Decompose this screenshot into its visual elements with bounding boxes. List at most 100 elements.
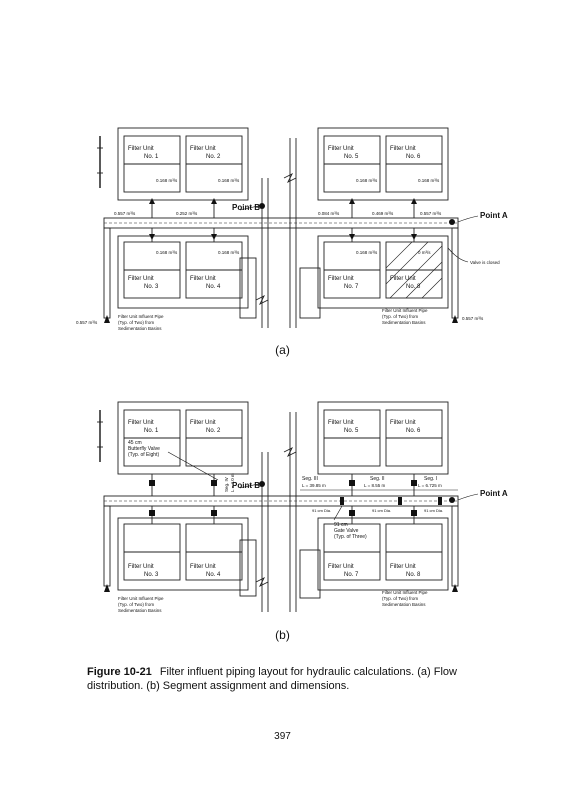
point-b-label: Point B xyxy=(232,203,260,212)
right-note-line-2: (Typ. of Two) from xyxy=(382,314,418,319)
unit-6-flow: 0.168 m³/s xyxy=(418,178,440,183)
segment-2-diameter: 91 cm Dia. xyxy=(372,508,391,513)
filter-block-top-left xyxy=(117,127,249,201)
flow-distribution-drawing: Filter Unit No. 1 Filter Unit No. 2 Filt… xyxy=(76,127,508,331)
unit-6-label: Filter Unit xyxy=(390,420,416,426)
panel-b-label: (b) xyxy=(275,628,290,642)
header-flow-1: 0.557 m³/s xyxy=(114,211,136,216)
header-flow-4: 0.469 m³/s xyxy=(372,211,394,216)
panel-a-label: (a) xyxy=(275,343,290,357)
point-a-label: Point A xyxy=(480,489,508,498)
unit-1-flow: 0.168 m³/s xyxy=(156,178,178,183)
filter-block-bottom-left xyxy=(117,517,249,591)
unit-4-label: Filter Unit xyxy=(190,564,216,570)
unit-5-flow: 0.168 m³/s xyxy=(356,178,378,183)
unit-5-number: No. 5 xyxy=(344,154,359,160)
unit-8-number: No. 8 xyxy=(406,284,421,290)
segment-1-diameter: 91 cm Dia. xyxy=(424,508,443,513)
unit-7-number: No. 7 xyxy=(344,284,359,290)
header-flow-3: 0.084 m³/s xyxy=(318,211,340,216)
filter-block-bottom-right xyxy=(317,235,449,309)
point-b-label: Point B xyxy=(232,481,260,490)
unit-7-number: No. 7 xyxy=(344,572,359,578)
right-note-line-3: Sedimentation Basins xyxy=(382,602,426,607)
segment-assignment-drawing: Filter Unit No. 1 Filter Unit No. 2 Filt… xyxy=(97,401,508,613)
unit-1-number: No. 1 xyxy=(144,428,159,434)
right-influent-flow: 0.557 m³/s xyxy=(462,316,484,321)
unit-8-label: Filter Unit xyxy=(390,276,416,282)
segment-3-name: Seg. III xyxy=(302,476,318,482)
filter-block-top-left xyxy=(117,401,249,475)
header-flow-2: 0.252 m³/s xyxy=(176,211,198,216)
unit-7-label: Filter Unit xyxy=(328,564,354,570)
unit-7-label: Filter Unit xyxy=(328,276,354,282)
butterfly-valve-note-3: (Typ. of Eight) xyxy=(128,452,159,458)
point-b-marker xyxy=(259,203,265,209)
left-note-line-3: Sedimentation Basins xyxy=(118,608,162,613)
seg-iv-name: Seg. IV xyxy=(224,477,229,492)
seg-iv-length: L = 4.0 m xyxy=(230,473,235,492)
unit-3-flow: 0.168 m³/s xyxy=(156,250,178,255)
segment-2-length: L = 8.55 m xyxy=(364,483,385,488)
unit-1-label: Filter Unit xyxy=(128,420,154,426)
unit-3-label: Filter Unit xyxy=(128,564,154,570)
unit-7-flow: 0.168 m³/s xyxy=(356,250,378,255)
unit-4-number: No. 4 xyxy=(206,284,221,290)
unit-4-number: No. 4 xyxy=(206,572,221,578)
unit-4-flow: 0.168 m³/s xyxy=(218,250,240,255)
unit-3-label: Filter Unit xyxy=(128,276,154,282)
gate-valve-note-2: Gate Valve xyxy=(334,528,359,534)
gate-valve-note-1: 91 cm xyxy=(334,522,348,528)
figure-caption-text: Filter influent piping layout for hydrau… xyxy=(87,666,457,692)
unit-5-label: Filter Unit xyxy=(328,146,354,152)
filter-block-bottom-left xyxy=(117,235,249,309)
point-a-marker xyxy=(449,219,455,225)
unit-3-number: No. 3 xyxy=(144,572,159,578)
segment-3-diameter: 91 cm Dia. xyxy=(312,508,331,513)
segment-3-length: L = 39.85 m xyxy=(302,483,326,488)
unit-2-number: No. 2 xyxy=(206,154,221,160)
unit-2-label: Filter Unit xyxy=(190,146,216,152)
filter-block-top-right xyxy=(317,401,449,475)
unit-1-label: Filter Unit xyxy=(128,146,154,152)
unit-6-label: Filter Unit xyxy=(390,146,416,152)
segment-2-name: Seg. II xyxy=(370,476,384,482)
butterfly-valve-note-1: 45 cm xyxy=(128,440,142,446)
point-b-marker xyxy=(259,481,265,487)
left-note-line-2: (Typ. of Two) from xyxy=(118,320,154,325)
right-note-line-1: Filter Unit Influent Pipe xyxy=(382,308,428,313)
unit-5-number: No. 5 xyxy=(344,428,359,434)
unit-8-flow: 0 m³/s xyxy=(418,250,431,255)
unit-3-number: No. 3 xyxy=(144,284,159,290)
figure-number: Figure 10-21 xyxy=(87,666,152,678)
unit-6-number: No. 6 xyxy=(406,428,421,434)
header-flow-5: 0.557 m³/s xyxy=(420,211,442,216)
segment-1-name: Seg. I xyxy=(424,476,437,482)
unit-2-number: No. 2 xyxy=(206,428,221,434)
unit-1-number: No. 1 xyxy=(144,154,159,160)
left-note-line-1: Filter Unit Influent Pipe xyxy=(118,596,164,601)
diagram-flow-distribution: Filter Unit No. 1 Filter Unit No. 2 Filt… xyxy=(0,118,565,338)
right-note-line-1: Filter Unit Influent Pipe xyxy=(382,590,428,595)
left-note-line-3: Sedimentation Basins xyxy=(118,326,162,331)
unit-2-label: Filter Unit xyxy=(190,420,216,426)
right-note-line-2: (Typ. of Two) from xyxy=(382,596,418,601)
unit-2-flow: 0.168 m³/s xyxy=(218,178,240,183)
left-note-line-2: (Typ. of Two) from xyxy=(118,602,154,607)
right-note-line-3: Sedimentation Basins xyxy=(382,320,426,325)
gate-valve-note-3: (Typ. of Three) xyxy=(334,534,367,540)
diagram-segment-assignment: Filter Unit No. 1 Filter Unit No. 2 Filt… xyxy=(0,392,565,622)
point-a-label: Point A xyxy=(480,211,508,220)
segment-1-length: L = 6.725 m xyxy=(418,483,442,488)
unit-4-label: Filter Unit xyxy=(190,276,216,282)
unit-8-number: No. 8 xyxy=(406,572,421,578)
filter-block-bottom-right xyxy=(317,517,449,591)
left-influent-flow: 0.557 m³/s xyxy=(76,320,98,325)
valve-closed-note: Valve is closed xyxy=(470,260,500,265)
unit-8-label: Filter Unit xyxy=(390,564,416,570)
unit-6-number: No. 6 xyxy=(406,154,421,160)
unit-5-label: Filter Unit xyxy=(328,420,354,426)
left-note-line-1: Filter Unit Influent Pipe xyxy=(118,314,164,319)
butterfly-valve-note-2: Butterfly Valve xyxy=(128,446,160,452)
